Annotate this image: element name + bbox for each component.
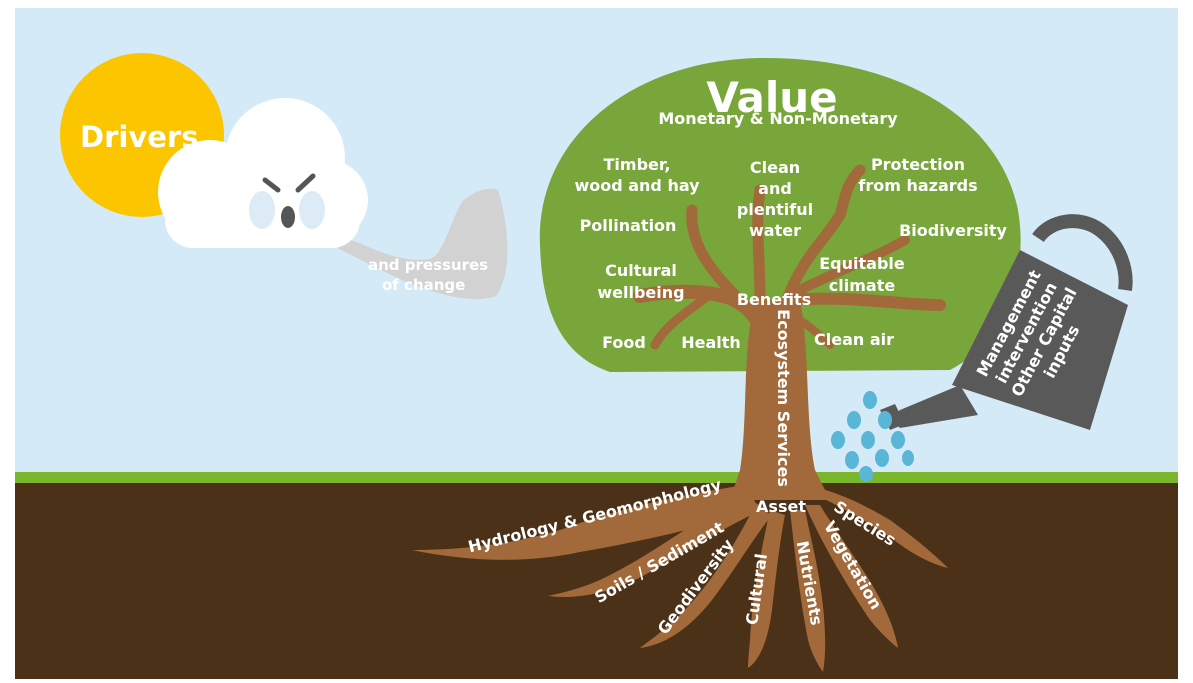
trunk-label: Ecosystem Services [774, 309, 793, 487]
value-title: Value [706, 73, 837, 122]
service-hazards-line1: Protection [871, 155, 965, 174]
tree-roots [412, 485, 948, 672]
service-climate-line1: Equitable [819, 254, 905, 273]
service-cultural-line1: Cultural [605, 261, 677, 280]
service-hazards-line2: from hazards [858, 176, 977, 195]
pressures-label-line2: of change [382, 276, 465, 294]
service-climate-line2: climate [829, 276, 896, 295]
service-water-line4: water [749, 221, 801, 240]
drivers-label: Drivers [80, 120, 198, 154]
cloud-face-icon [158, 98, 368, 248]
service-clean-air: Clean air [814, 330, 894, 349]
value-subtitle: Monetary & Non-Monetary [658, 109, 898, 128]
pressures-label-line1: and pressures [368, 256, 488, 274]
grass-strip [15, 472, 1178, 483]
tree-trunk [730, 300, 830, 500]
tree-branches [633, 164, 946, 397]
service-pollination: Pollination [580, 216, 677, 235]
service-water-line1: Clean [750, 158, 800, 177]
benefits-label: Benefits [737, 290, 811, 309]
service-water-line3: plentiful [737, 200, 813, 219]
service-timber-line2: wood and hay [574, 176, 700, 195]
service-cultural-line2: wellbeing [597, 283, 684, 302]
service-health: Health [681, 333, 741, 352]
soil-background [15, 483, 1178, 679]
service-timber-line1: Timber, [604, 155, 671, 174]
asset-label: Asset [756, 497, 806, 516]
water-droplets-icon [831, 391, 914, 482]
service-biodiversity: Biodiversity [899, 221, 1007, 240]
wind-gust-icon [292, 188, 508, 300]
watering-can-icon [880, 214, 1133, 430]
service-food: Food [602, 333, 646, 352]
service-water-line2: and [758, 179, 792, 198]
